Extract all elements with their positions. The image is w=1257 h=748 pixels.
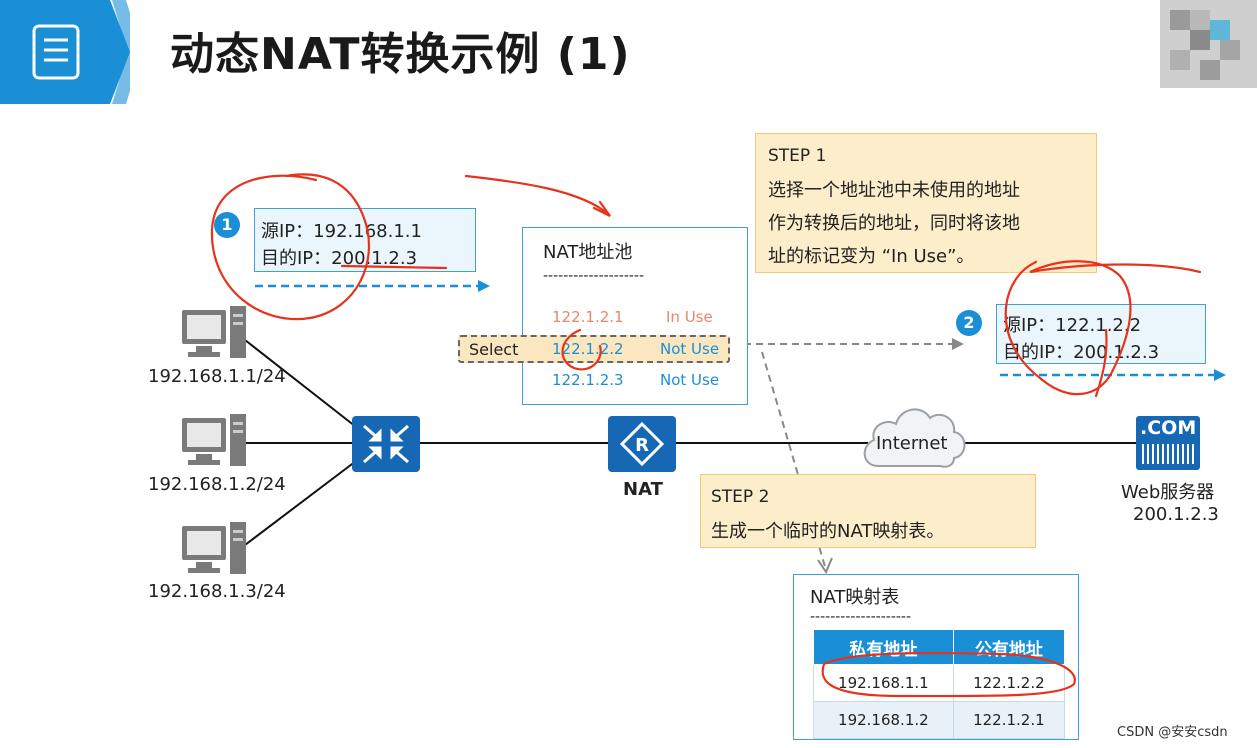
step-1-line: 作为转换后的地址，同时将该地: [768, 213, 1020, 234]
pool-entry-status: In Use: [666, 308, 713, 326]
host-ip-label: 192.168.1.1/24: [148, 366, 286, 387]
pool-entry-ip: 122.1.2.2: [552, 340, 624, 358]
pool-entry-ip: 122.1.2.3: [552, 371, 624, 389]
nat-pool-box: NAT地址池 --------------------: [522, 227, 748, 405]
nat-mapping-table: 私有地址 公有地址 192.168.1.1 122.1.2.2 192.168.…: [813, 629, 1066, 739]
pool-entry-status: Not Use: [660, 371, 720, 389]
step-2-text: 生成一个临时的NAT映射表。: [711, 521, 945, 542]
blurred-thumbnail: [1160, 0, 1257, 88]
svg-text:R: R: [635, 435, 649, 456]
step-badge-2: 2: [956, 310, 982, 336]
step-1-title: STEP 1: [768, 146, 827, 166]
nat-pool-title: NAT地址池: [543, 242, 633, 263]
server-name: Web服务器: [1121, 482, 1215, 503]
server-icon: .COM: [1136, 416, 1200, 470]
router-icon: R: [608, 416, 676, 472]
packet-1-src: 源IP：192.168.1.1: [261, 221, 422, 242]
server-com-badge: .COM: [1140, 417, 1197, 439]
table-cell: 122.1.2.1: [952, 701, 1066, 739]
nat-mapping-box: NAT映射表 -------------------- 私有地址 公有地址 19…: [793, 574, 1079, 740]
step-badge-1: 1: [214, 212, 240, 238]
server-ip: 200.1.2.3: [1133, 504, 1219, 525]
document-icon: [32, 24, 80, 80]
host-ip-label: 192.168.1.2/24: [148, 474, 286, 495]
watermark: CSDN @安安csdn: [1117, 725, 1228, 740]
nat-mapping-title: NAT映射表: [810, 587, 900, 608]
step-2-title: STEP 2: [711, 487, 770, 507]
server-grille: [1142, 444, 1194, 464]
table-header-row: 私有地址 公有地址: [813, 629, 1066, 665]
table-cell: 192.168.1.2: [813, 701, 954, 739]
packet-2-dst: 目的IP：200.1.2.3: [1003, 342, 1160, 363]
column-header-public: 公有地址: [952, 629, 1066, 665]
step-2-note: STEP 2 生成一个临时的NAT映射表。: [700, 474, 1036, 548]
packet-1-dst: 目的IP：200.1.2.3: [261, 248, 418, 269]
pc-icon: [182, 306, 246, 358]
selected-row-highlight: [458, 335, 730, 363]
cloud-icon: [863, 408, 966, 468]
table-row: 192.168.1.2 122.1.2.1: [813, 701, 1066, 739]
router-label: NAT: [623, 479, 663, 500]
packet-1-header-box: 源IP：192.168.1.1 目的IP：200.1.2.3: [254, 208, 476, 272]
pool-entry-status: Not Use: [660, 340, 720, 358]
select-label: Select: [469, 340, 519, 359]
nat-mapping-separator: --------------------: [810, 609, 912, 625]
host-ip-label: 192.168.1.3/24: [148, 581, 286, 602]
nat-pool-separator: --------------------: [543, 268, 645, 284]
step-1-note: STEP 1 选择一个地址池中未使用的地址 作为转换后的地址，同时将该地 址的标…: [755, 133, 1097, 273]
page-title: 动态NAT转换示例 (1): [170, 29, 631, 80]
step-1-line: 选择一个地址池中未使用的地址: [768, 180, 1020, 201]
pool-entry-ip: 122.1.2.1: [552, 308, 624, 326]
step-1-line: 址的标记变为 “In Use”。: [768, 246, 975, 267]
pc-icon: [182, 414, 246, 466]
header-tab: [0, 0, 130, 104]
switch-icon: [352, 416, 420, 472]
column-header-private: 私有地址: [813, 629, 954, 665]
pc-icon: [182, 522, 246, 574]
cloud-label: Internet: [876, 433, 948, 454]
